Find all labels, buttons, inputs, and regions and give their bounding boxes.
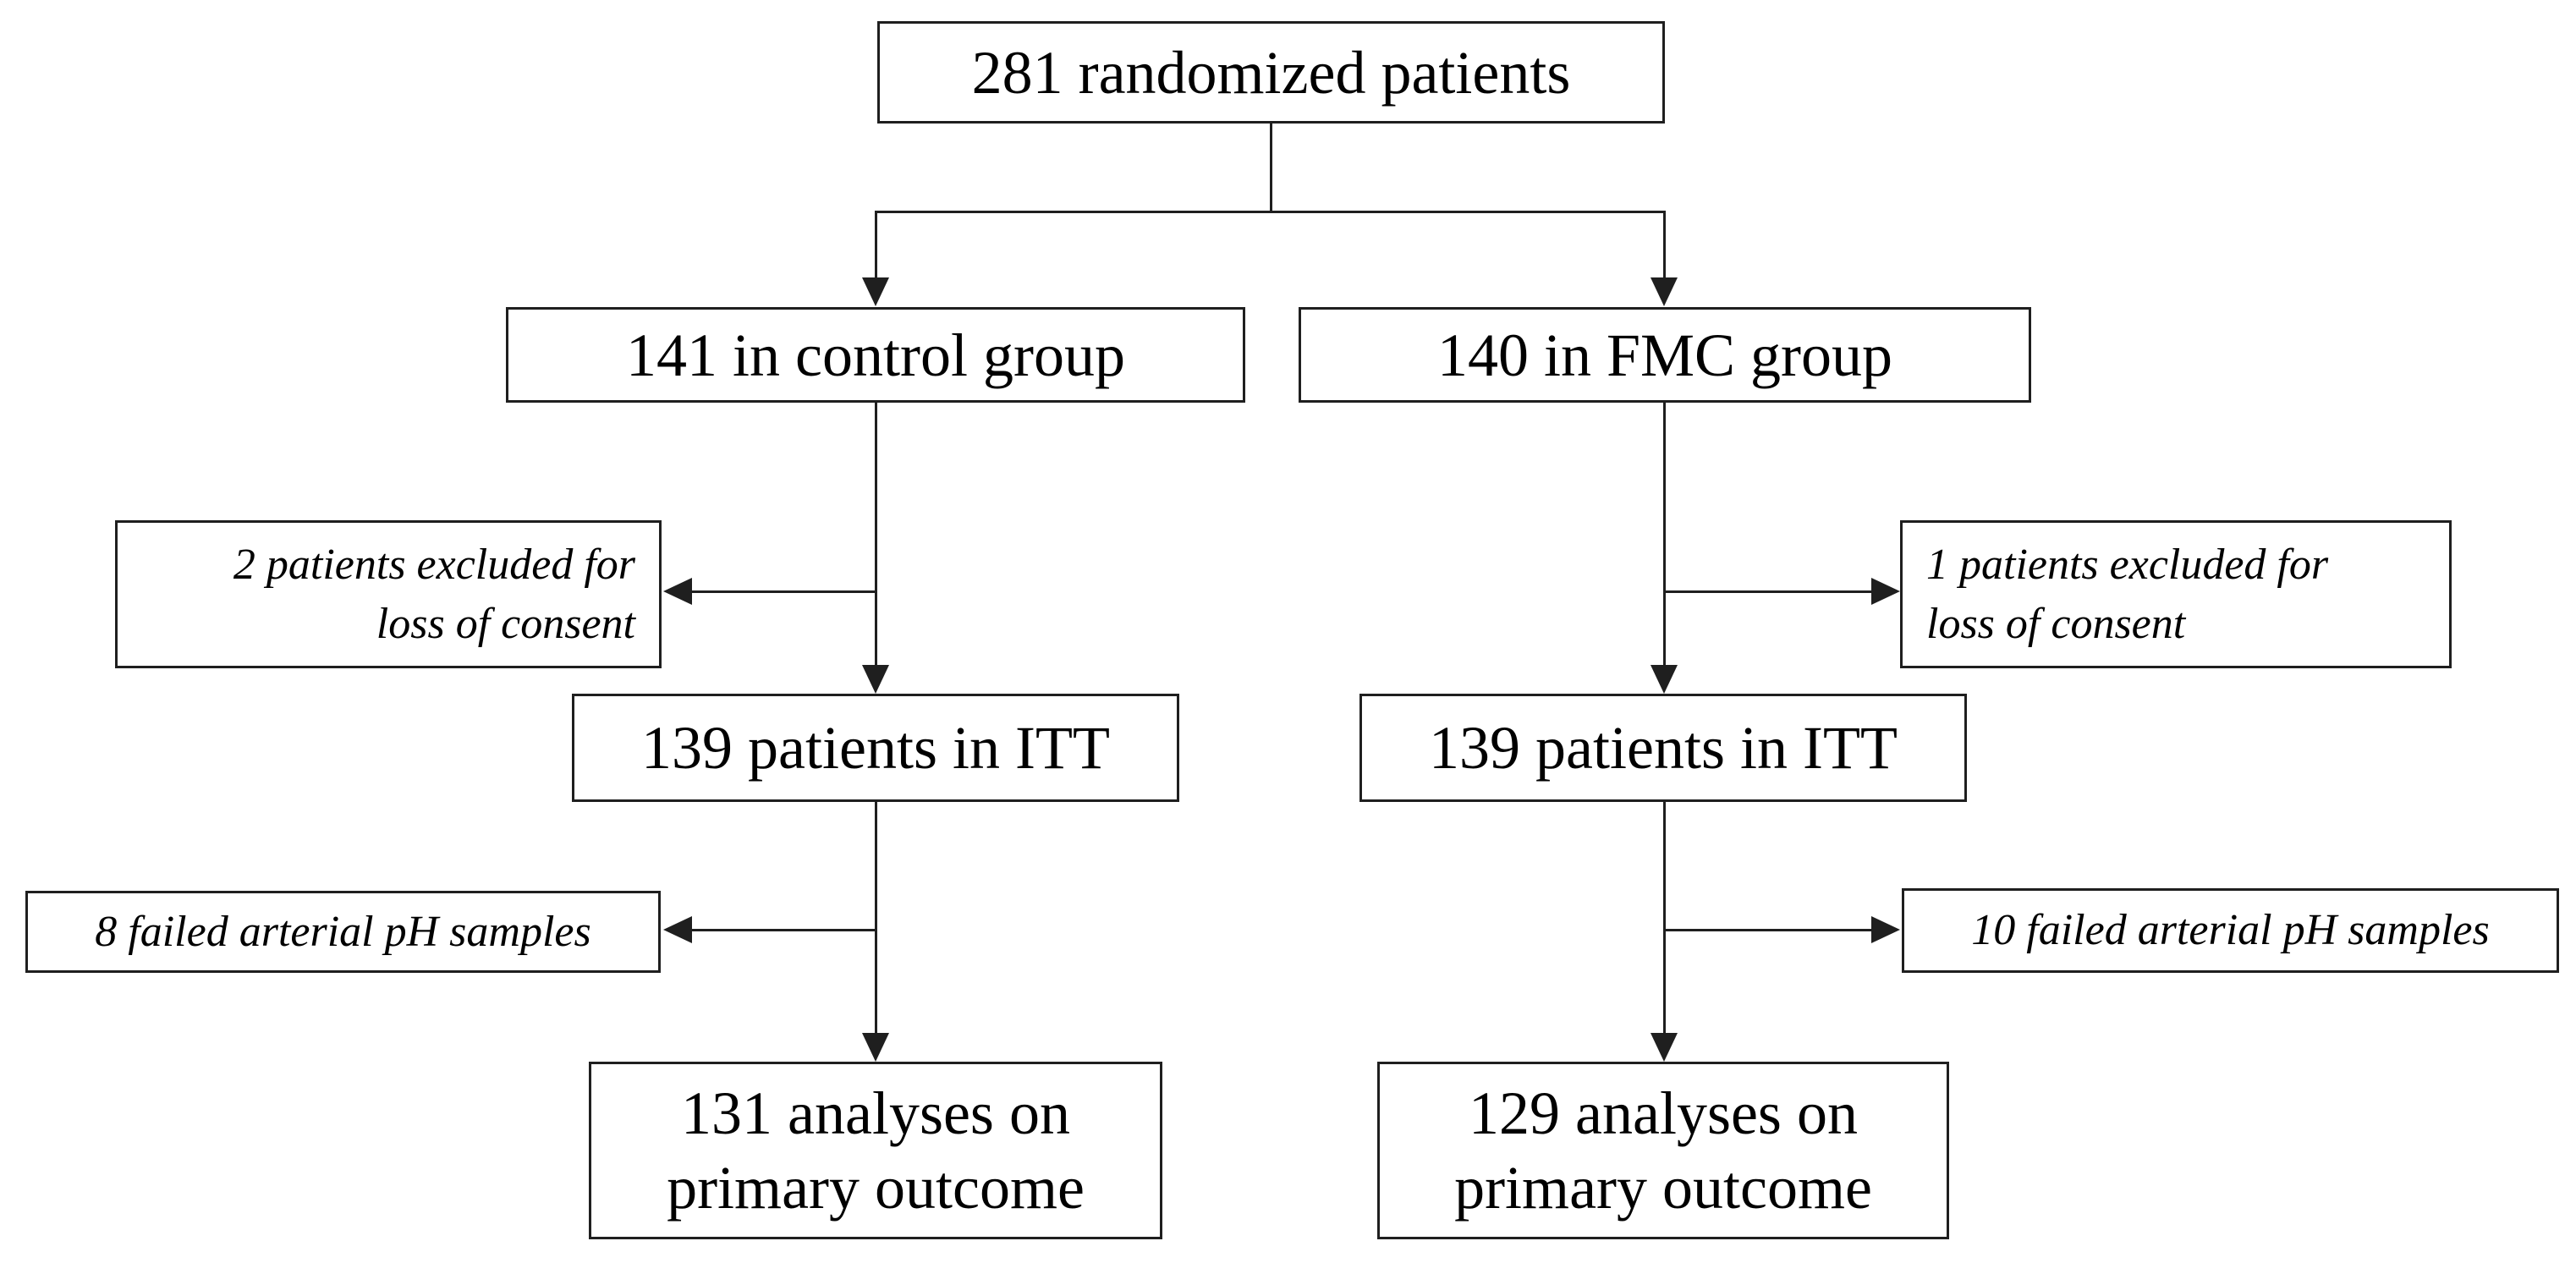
box-control-itt: 139 patients in ITT (572, 694, 1179, 802)
connector-fmc-group-to-itt (1663, 403, 1666, 667)
box-fmc-outcome-line2: primary outcome (1454, 1154, 1872, 1222)
connector-fmc-itt-to-outcome (1663, 802, 1666, 1035)
box-fmc-group: 140 in FMC group (1299, 307, 2031, 403)
connector-fmc-ph-branch (1663, 929, 1871, 931)
box-fmc-excluded-line1: 1 patients excluded for (1926, 540, 2329, 589)
box-control-itt-label: 139 patients in ITT (641, 714, 1110, 782)
box-fmc-excluded: 1 patients excluded for loss of consent (1900, 520, 2452, 668)
arrowhead-into-fmc-ph (1871, 916, 1900, 943)
box-fmc-ph-failed: 10 failed arterial pH samples (1902, 888, 2559, 973)
box-randomized: 281 randomized patients (877, 21, 1665, 124)
box-control-excluded-line1: 2 patients excluded for (233, 540, 635, 589)
box-fmc-itt-label: 139 patients in ITT (1429, 714, 1898, 782)
connector-randomized-stem (1270, 124, 1272, 212)
box-randomized-label: 281 randomized patients (971, 38, 1571, 107)
box-control-outcome: 131 analyses on primary outcome (589, 1062, 1162, 1239)
connector-to-fmc-group (1663, 211, 1666, 283)
connector-control-ph-branch (690, 929, 876, 931)
box-fmc-ph-failed-label: 10 failed arterial pH samples (1971, 906, 2490, 954)
arrowhead-into-fmc-outcome (1651, 1033, 1678, 1062)
connector-control-group-to-itt (875, 403, 877, 667)
arrowhead-into-control-ph (663, 916, 692, 943)
box-control-outcome-line1: 131 analyses on (681, 1079, 1070, 1147)
arrowhead-into-fmc-excluded (1871, 578, 1900, 605)
box-fmc-outcome: 129 analyses on primary outcome (1377, 1062, 1949, 1239)
box-control-excluded-line2: loss of consent (376, 599, 635, 648)
box-fmc-excluded-line2: loss of consent (1926, 599, 2186, 648)
connector-to-control-group (875, 211, 877, 283)
arrowhead-into-fmc-itt (1651, 665, 1678, 694)
box-fmc-outcome-line1: 129 analyses on (1469, 1079, 1858, 1147)
connector-split-horizontal (875, 211, 1666, 213)
arrowhead-into-control-outcome (862, 1033, 889, 1062)
connector-control-exclusion-branch (690, 590, 876, 593)
arrowhead-into-control-group (862, 277, 889, 306)
box-control-ph-failed-label: 8 failed arterial pH samples (95, 907, 591, 956)
box-control-outcome-line2: primary outcome (667, 1154, 1085, 1222)
box-control-ph-failed: 8 failed arterial pH samples (25, 891, 661, 973)
arrowhead-into-fmc-group (1651, 277, 1678, 306)
box-control-group: 141 in control group (506, 307, 1245, 403)
connector-fmc-exclusion-branch (1663, 590, 1871, 593)
arrowhead-into-control-itt (862, 665, 889, 694)
box-fmc-itt: 139 patients in ITT (1359, 694, 1967, 802)
box-fmc-group-label: 140 in FMC group (1436, 321, 1893, 389)
box-control-excluded: 2 patients excluded for loss of consent (115, 520, 662, 668)
box-control-group-label: 141 in control group (626, 321, 1125, 389)
arrowhead-into-control-excluded (663, 578, 692, 605)
connector-control-itt-to-outcome (875, 802, 877, 1035)
